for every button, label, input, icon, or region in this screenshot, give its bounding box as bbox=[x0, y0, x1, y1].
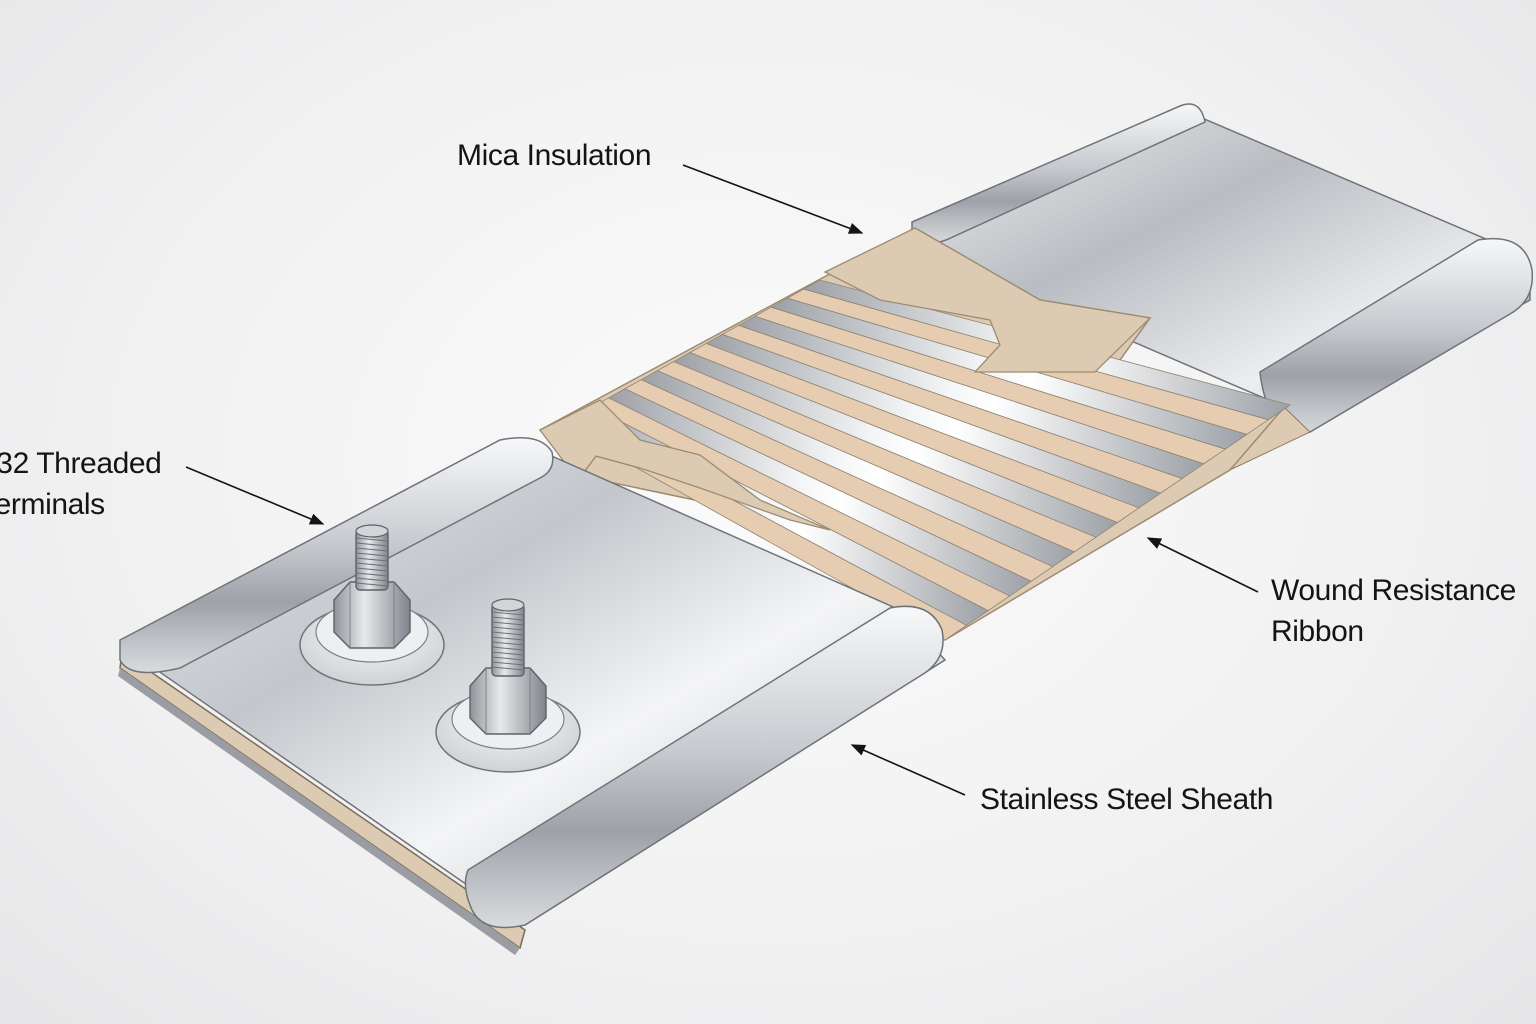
right-sheath-section bbox=[911, 103, 1534, 471]
threaded-terminal-2 bbox=[435, 598, 581, 773]
bolt-thread bbox=[355, 557, 389, 562]
wound-resistance-text-line1: Wound Resistance bbox=[1271, 574, 1516, 607]
bolt-thread bbox=[491, 661, 525, 666]
threaded-terminals-text-line2: Terminals bbox=[0, 488, 105, 521]
bolt-thread bbox=[491, 651, 525, 656]
bolt-thread bbox=[355, 567, 389, 572]
stainless-steel-sheath-text: Stainless Steel Sheath bbox=[980, 783, 1274, 816]
threaded-terminals-label: #32 Threaded Terminals bbox=[0, 443, 180, 525]
bolt-thread bbox=[491, 631, 525, 636]
sheath-leader-arrow bbox=[850, 744, 966, 796]
bolt-thread bbox=[355, 537, 389, 542]
wound-resistance-ribbon bbox=[539, 227, 1291, 641]
terminals-leader-arrow bbox=[185, 466, 325, 525]
bolt-thread bbox=[491, 646, 525, 651]
bolt-thread bbox=[355, 577, 389, 582]
threaded-terminals-text-line1: #32 Threaded bbox=[0, 447, 162, 480]
bolt-thread bbox=[491, 611, 525, 616]
bolt-thread bbox=[491, 626, 525, 631]
wound-resistance-ribbon-label: Wound Resistance Ribbon bbox=[1271, 570, 1516, 652]
bolt-thread bbox=[491, 616, 525, 621]
bolt-thread bbox=[491, 666, 525, 671]
bolt-thread bbox=[491, 641, 525, 646]
bolt-thread bbox=[355, 572, 389, 577]
bolt-thread bbox=[355, 547, 389, 552]
mica-insulation-label: Mica Insulation bbox=[457, 135, 652, 176]
mica-tear-upper bbox=[823, 227, 1152, 373]
bolt-thread bbox=[491, 636, 525, 641]
mica-leader-arrow bbox=[682, 164, 864, 234]
bolt-thread bbox=[355, 582, 389, 587]
bolt-thread bbox=[355, 562, 389, 567]
bolt-thread bbox=[355, 552, 389, 557]
wound-resistance-text-line2: Ribbon bbox=[1271, 615, 1364, 648]
mica-insulation-text: Mica Insulation bbox=[457, 139, 652, 172]
bolt-thread bbox=[355, 542, 389, 547]
bolt-thread bbox=[491, 656, 525, 661]
threaded-terminal-1 bbox=[299, 524, 445, 686]
mica-tear-lower bbox=[539, 399, 831, 531]
bolt-thread bbox=[491, 621, 525, 626]
stainless-steel-sheath-label: Stainless Steel Sheath bbox=[980, 779, 1273, 820]
leader-arrows bbox=[185, 164, 1259, 796]
ribbon-leader-arrow bbox=[1146, 537, 1259, 593]
